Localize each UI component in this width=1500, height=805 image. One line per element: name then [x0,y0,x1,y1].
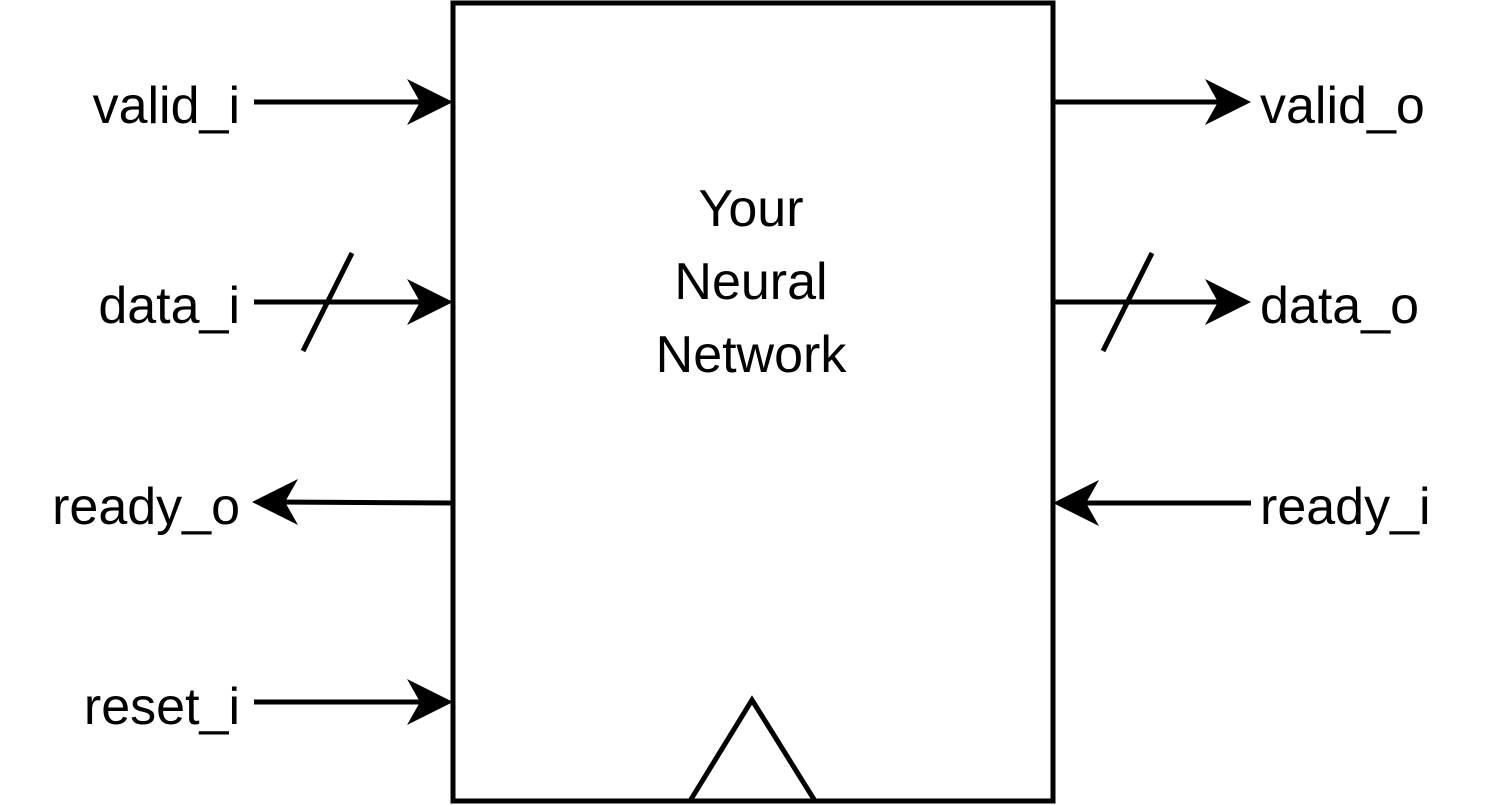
arrow-right-icon [1205,79,1251,125]
block-title-line-3: Network [656,326,848,384]
arrow-left-icon [1053,480,1099,526]
port-data-i: data_i [98,251,453,353]
arrow-right-icon [1205,279,1251,325]
block-title-line-1: Your [698,180,803,238]
port-label-data-o: data_o [1260,277,1419,335]
port-reset-i: reset_i [84,678,453,736]
port-label-ready-o: ready_o [52,478,240,536]
port-label-valid-o: valid_o [1260,77,1425,135]
bus-slash-icon [300,251,355,353]
port-ready-o: ready_o [52,478,454,536]
block-title-line-2: Neural [674,253,827,311]
arrow-left-icon [252,479,298,525]
clock-triangle-icon [685,695,820,804]
port-ready-i: ready_i [1053,478,1431,536]
port-data-o: data_o [1053,251,1419,353]
bus-slash-icon [1100,251,1155,353]
port-label-valid-i: valid_i [93,77,240,135]
port-valid-o: valid_o [1053,77,1425,135]
port-label-reset-i: reset_i [84,678,240,736]
arrow-right-icon [407,79,453,125]
neural-network-block [450,0,1056,804]
arrow-right-icon [407,279,453,325]
port-label-data-i: data_i [98,277,240,335]
port-label-ready-i: ready_i [1260,478,1431,536]
port-valid-i: valid_i [93,77,453,135]
arrow-right-icon [407,679,453,725]
port-arrow-line-ready-o [274,499,454,506]
